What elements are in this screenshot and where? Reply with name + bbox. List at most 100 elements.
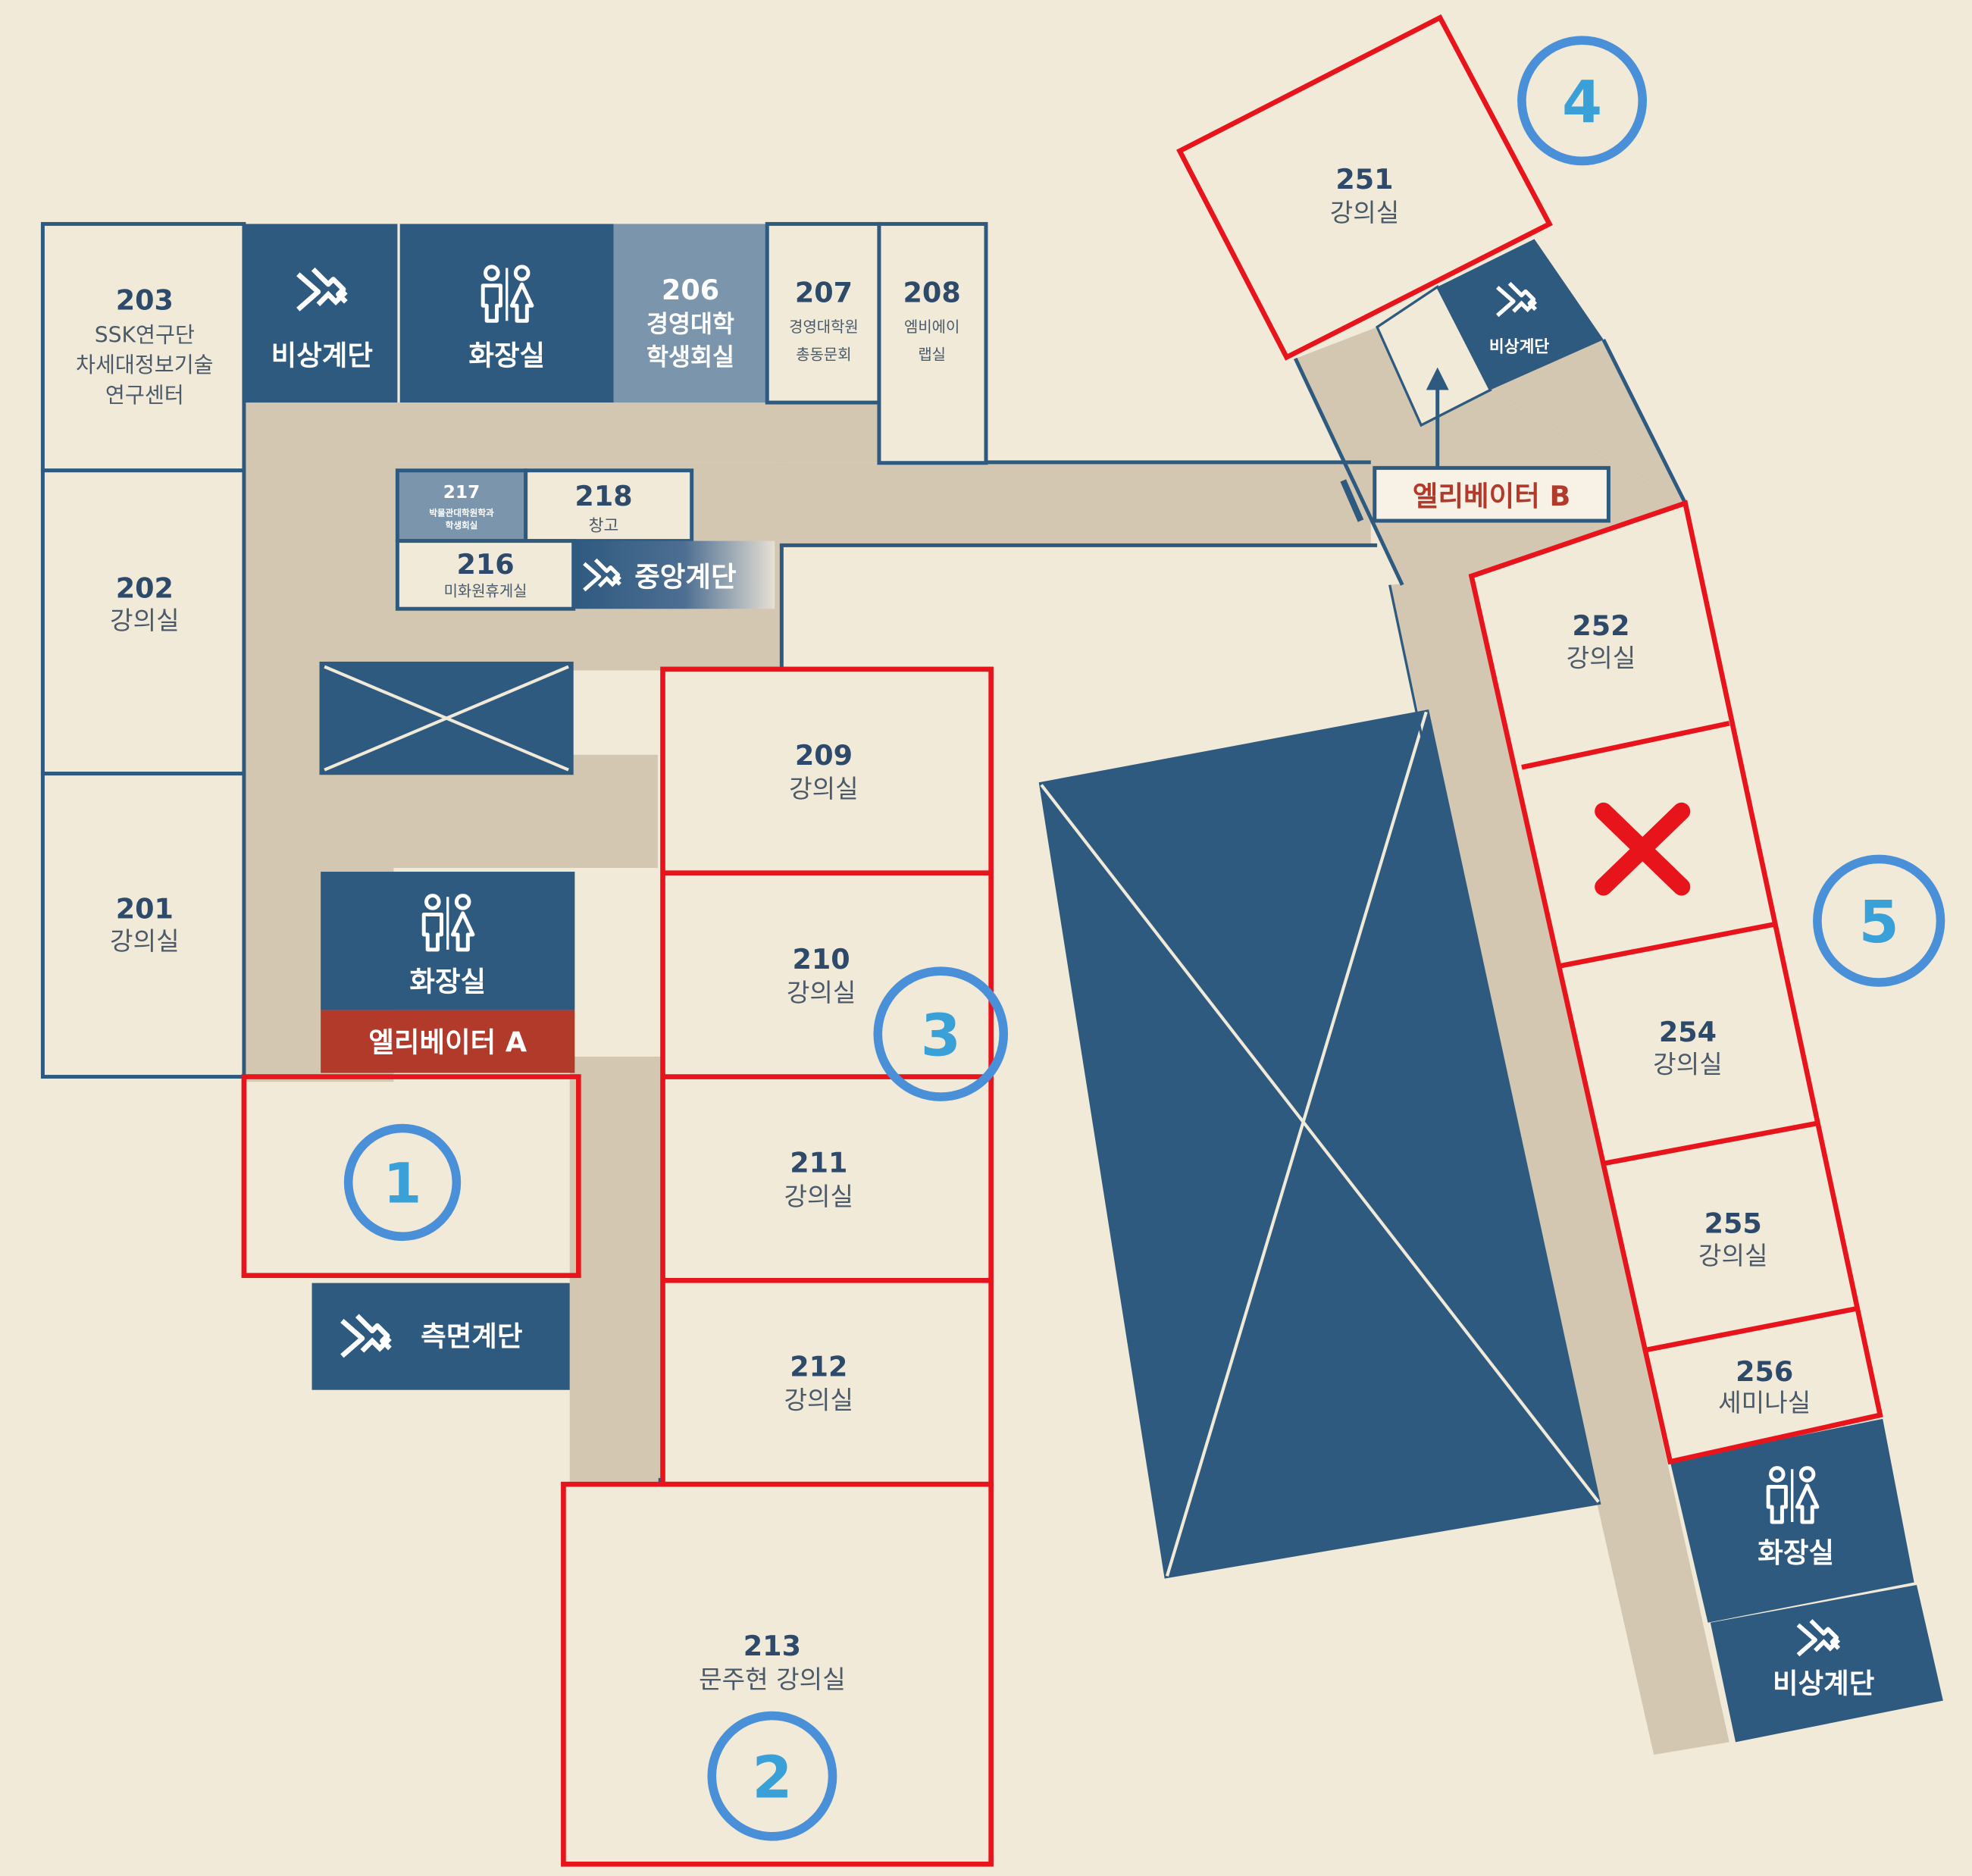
room-number: 251	[1335, 163, 1393, 196]
room-213[interactable]: 213 문주현 강의실	[563, 1484, 991, 1865]
emergency-stairs-left[interactable]: 비상계단	[243, 224, 398, 403]
room-number: 203	[116, 283, 174, 316]
room-211[interactable]: 211 강의실	[662, 1076, 990, 1281]
void-area	[319, 661, 574, 775]
room-201[interactable]: 201 강의실	[40, 772, 246, 1079]
cross-mark-icon	[1595, 802, 1691, 896]
marker-3[interactable]: 3	[873, 966, 1009, 1101]
room-name: 강의실	[1567, 644, 1636, 673]
room-number: 211	[790, 1147, 847, 1179]
room-name: 연구센터	[105, 383, 184, 408]
marker-label: 5	[1859, 889, 1899, 957]
stairs-label: 측면계단	[421, 1320, 522, 1353]
door-mark	[1340, 479, 1364, 522]
room-number: 201	[116, 892, 174, 925]
marker-2[interactable]: 2	[707, 1711, 837, 1841]
stairs-label: 비상계단	[271, 339, 373, 371]
room-217[interactable]: 217 박물관대학원학과 학생회실	[395, 468, 528, 543]
room-number: 202	[116, 572, 174, 604]
stairs-label: 비상계단	[1773, 1668, 1874, 1700]
room-number: 208	[903, 276, 961, 308]
room-number: 210	[793, 943, 850, 976]
room-256[interactable]: 256 세미나실	[1647, 1308, 1880, 1462]
restroom-right[interactable]: 화장실	[1670, 1418, 1914, 1623]
marker-label: 3	[921, 1002, 961, 1070]
room-number: 252	[1572, 609, 1629, 642]
room-207[interactable]: 207 경영대학원 총동문회	[765, 221, 881, 405]
room-254[interactable]: 254 강의실	[1559, 924, 1817, 1164]
room-name: 박물관대학원학과	[429, 507, 494, 518]
room-218[interactable]: 218 창고	[524, 468, 694, 543]
room-name: 강의실	[110, 926, 180, 956]
emergency-stairs-upper-right[interactable]: 비상계단	[1437, 239, 1604, 390]
room-name: 문주현 강의실	[699, 1665, 846, 1694]
room-name: 강의실	[789, 774, 859, 803]
room-name: 총동문회	[796, 346, 851, 364]
highlight-outlines	[241, 14, 1883, 1867]
stairs-label: 비상계단	[1489, 338, 1550, 357]
elevator-label: 엘리베이터 B	[1413, 480, 1570, 512]
wall-line	[1601, 338, 1687, 504]
room-number: 209	[795, 739, 853, 772]
room-212[interactable]: 212 강의실	[662, 1280, 990, 1485]
marker-4[interactable]: 4	[1517, 36, 1648, 166]
marker-label: 2	[752, 1744, 792, 1812]
room-name: 세미나실	[1718, 1388, 1811, 1417]
wall-line	[1293, 357, 1404, 586]
room-253-closed[interactable]	[1521, 723, 1773, 966]
marker-label: 4	[1562, 69, 1602, 136]
room-name: 강의실	[784, 1386, 854, 1415]
room-209[interactable]: 209 강의실	[662, 669, 990, 873]
room-208[interactable]: 208 엠비에이 랩실	[877, 221, 988, 465]
room-name: 강의실	[784, 1182, 854, 1211]
wall-line	[779, 543, 1378, 547]
room-252[interactable]: 252 강의실	[1471, 503, 1729, 768]
marker-5[interactable]: 5	[1813, 854, 1945, 987]
room-251[interactable]: 251 강의실	[1179, 17, 1550, 358]
room-number: 216	[456, 548, 514, 581]
room-216[interactable]: 216 미화원휴게실	[395, 539, 576, 611]
marker-1[interactable]: 1	[343, 1123, 462, 1242]
room-name: 학생회실	[646, 343, 734, 371]
stairs-label: 중앙계단	[634, 560, 736, 593]
room-name: 경영대학원	[789, 318, 859, 336]
room-206[interactable]: 206 경영대학 학생회실	[613, 224, 768, 403]
room-203[interactable]: 203 SSK연구단 차세대정보기술 연구센터	[40, 221, 246, 473]
room-name: 강의실	[1330, 198, 1400, 227]
central-stairs[interactable]: 중앙계단	[573, 540, 775, 609]
room-number: 256	[1736, 1355, 1793, 1388]
elevator-label: 엘리베이터 A	[368, 1026, 527, 1058]
restroom-middle[interactable]: 화장실	[321, 872, 575, 1010]
room-number: 206	[662, 274, 719, 306]
elevator-a[interactable]: 엘리베이터 A	[321, 1010, 575, 1073]
elevator-b[interactable]: 엘리베이터 B	[1373, 465, 1610, 523]
room-202[interactable]: 202 강의실	[40, 468, 246, 776]
room-255[interactable]: 255 강의실	[1603, 1123, 1859, 1350]
wall-line	[1388, 584, 1485, 1032]
room-name: 엠비에이	[904, 318, 959, 336]
room-number: 213	[743, 1630, 801, 1662]
side-stairs[interactable]: 측면계단	[311, 1283, 570, 1390]
wall-line	[779, 544, 784, 671]
atrium-void	[1038, 709, 1601, 1579]
restroom-top[interactable]: 화장실	[399, 224, 614, 403]
restroom-label: 화장실	[1758, 1536, 1834, 1569]
room-number: 207	[795, 276, 853, 308]
room-name: 강의실	[110, 606, 180, 635]
room-number: 217	[443, 482, 480, 503]
restroom-label: 화장실	[409, 966, 486, 998]
arrow-up-icon	[1426, 367, 1449, 468]
room-number: 254	[1659, 1016, 1717, 1048]
room-name: 차세대정보기술	[76, 352, 214, 377]
restroom-label: 화장실	[468, 339, 545, 371]
room-name: 창고	[589, 516, 619, 535]
elevator-b-shaft	[1375, 284, 1492, 428]
room-name: 학생회실	[446, 520, 478, 531]
room-name: 미화원휴게실	[444, 583, 527, 600]
wall-line	[986, 460, 1371, 465]
emergency-stairs-lower-right[interactable]: 비상계단	[1710, 1584, 1943, 1743]
room-number: 212	[790, 1350, 847, 1383]
marker-label: 1	[383, 1151, 422, 1216]
room-name: 경영대학	[646, 311, 734, 338]
